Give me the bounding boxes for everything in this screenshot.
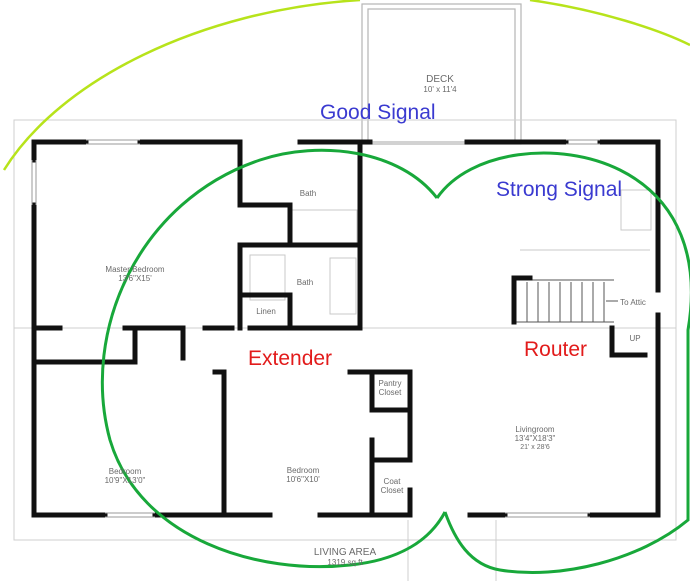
bedroom-center-name: Bedroom: [286, 466, 320, 475]
to-attic-label: To Attic: [620, 298, 646, 307]
coat-name-2: Closet: [380, 486, 404, 495]
livingroom-label: Livingroom 13'4"X18'3" 21' x 28'6: [500, 425, 570, 452]
deck-label: DECK 10' x 11'4: [400, 74, 480, 94]
bedroom-left-label: Bedroom 10'9"X13'0": [90, 467, 160, 485]
bedroom-center-label: Bedroom 10'6"X10': [268, 466, 338, 484]
good-signal-ring: [2, 0, 690, 171]
good-signal-label: Good Signal: [320, 101, 436, 124]
stairs: [514, 279, 618, 323]
coat-name: Coat: [383, 477, 401, 486]
pantry-name-2: Closet: [378, 388, 402, 397]
coat-closet-label: Coat Closet: [375, 477, 409, 495]
deck-size: 10' x 11'4: [423, 85, 457, 94]
extender-label: Extender: [248, 347, 333, 370]
windows: [31, 139, 600, 518]
walls: [31, 139, 661, 518]
bath-lower-label: Bath: [296, 278, 314, 287]
bath-upper-label: Bath: [299, 189, 317, 198]
linen-label: Linen: [256, 307, 276, 316]
living-area-sqft: 1319 sq ft: [327, 558, 363, 567]
livingroom-size-2: 21' x 28'6: [520, 444, 550, 451]
bedroom-left-size: 10'9"X13'0": [104, 476, 146, 485]
up-label: UP: [629, 334, 641, 343]
master-bedroom-label: Master Bedroom 13'6"X15': [90, 265, 180, 283]
pantry-name: Pantry: [378, 379, 402, 388]
strong-signal-label: Strong Signal: [496, 178, 623, 201]
bedroom-left-name: Bedroom: [108, 467, 142, 476]
router-label: Router: [524, 338, 588, 361]
deck-outline: [361, 3, 522, 145]
master-bedroom-name: Master Bedroom: [105, 265, 165, 274]
fixtures: [249, 189, 652, 315]
living-area-title: LIVING AREA: [313, 547, 377, 558]
pantry-closet-label: Pantry Closet: [373, 379, 407, 397]
livingroom-size: 13'4"X18'3": [514, 434, 556, 443]
bedroom-center-size: 10'6"X10': [286, 475, 320, 484]
strong-signal-rings: [100, 148, 690, 574]
master-bedroom-size: 13'6"X15': [118, 274, 152, 283]
livingroom-name: Livingroom: [515, 425, 555, 434]
deck-name: DECK: [426, 74, 454, 85]
living-area-label: LIVING AREA 1319 sq ft: [295, 547, 395, 567]
